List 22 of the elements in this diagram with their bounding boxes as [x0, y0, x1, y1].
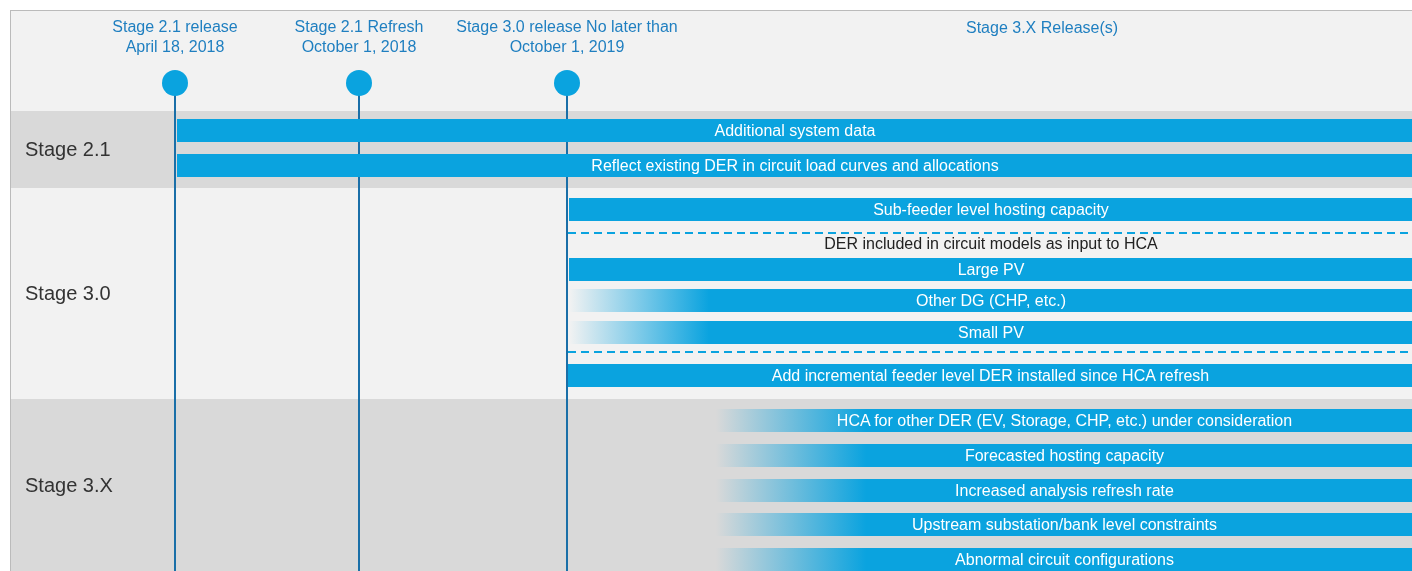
stage-band	[11, 111, 1412, 188]
timeline-bar: Sub-feeder level hosting capacity	[569, 198, 1412, 221]
stage-label: Stage 3.0	[25, 281, 111, 305]
milestone-label: Stage 3.0 release No later than October 1, 2019	[455, 17, 679, 57]
stage-band	[11, 399, 1412, 571]
timeline-bar: Upstream substation/bank level constraints	[716, 513, 1412, 536]
timeline-bar: Forecasted hosting capacity	[716, 444, 1412, 467]
timeline-bar: Additional system data	[177, 119, 1412, 142]
stage-label: Stage 2.1	[25, 137, 111, 161]
timeline-bar: Other DG (CHP, etc.)	[569, 289, 1412, 312]
timeline-bar: Large PV	[569, 258, 1412, 281]
milestone-label: Stage 2.1 Refresh October 1, 2018	[293, 17, 425, 57]
timeline-bar: Reflect existing DER in circuit load curves and allocations	[177, 154, 1412, 177]
timeline-bar: Increased analysis refresh rate	[716, 479, 1412, 502]
header-label: Stage 3.X Release(s)	[966, 19, 1119, 37]
section-heading: DER included in circuit models as input to HCA	[823, 235, 1159, 253]
timeline-bar: HCA for other DER (EV, Storage, CHP, etc.) under consideration	[716, 409, 1412, 432]
timeline-bar: Abnormal circuit configurations	[716, 548, 1412, 571]
stage-label: Stage 3.X	[25, 473, 113, 497]
timeline-bar: Add incremental feeder level DER installed since HCA refresh	[568, 364, 1412, 387]
milestone-label: Stage 2.1 release April 18, 2018	[111, 17, 239, 57]
timeline-bar: Small PV	[569, 321, 1412, 344]
